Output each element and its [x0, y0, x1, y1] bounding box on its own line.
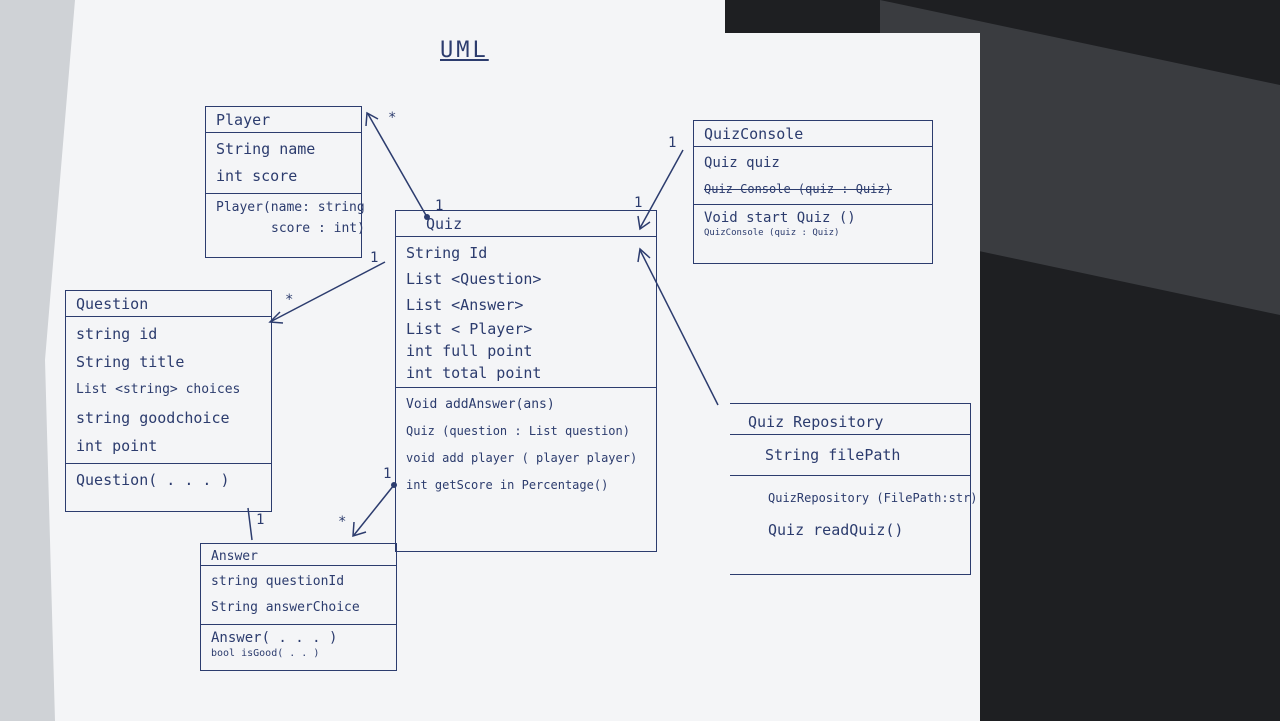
multiplicity-label: 1 — [256, 512, 265, 528]
method: Answer( . . . ) — [211, 630, 338, 646]
class-answer: Answer string questionId String answerCh… — [200, 543, 397, 671]
attribute: Quiz quiz — [704, 155, 780, 171]
attribute: String filePath — [765, 446, 901, 464]
method: Player(name: string — [216, 200, 365, 215]
class-question: Question string id String title List <st… — [65, 290, 272, 512]
class-quizrepository: Quiz Repository String filePath QuizRepo… — [730, 403, 978, 575]
attribute: String name — [216, 140, 316, 158]
class-quiz: Quiz String Id List <Question> List <Ans… — [395, 210, 657, 552]
attribute: List <string> choices — [76, 382, 241, 397]
method: Question( . . . ) — [76, 471, 230, 489]
class-name: Quiz Repository — [748, 413, 884, 431]
method: QuizRepository (FilePath:str) — [768, 491, 978, 505]
multiplicity-label: 1 — [435, 198, 444, 214]
method: Void addAnswer(ans) — [406, 397, 555, 412]
method: Quiz readQuiz() — [768, 521, 904, 539]
attribute: List < Player> — [406, 320, 533, 338]
attribute: int total point — [406, 364, 542, 382]
attribute: String title — [76, 353, 185, 371]
method: void add player ( player player) — [406, 451, 638, 465]
multiplicity-label: * — [285, 292, 294, 308]
attribute: String Id — [406, 244, 488, 262]
multiplicity-label: 1 — [370, 250, 379, 266]
attribute: int score — [216, 167, 298, 185]
method: Void start Quiz () — [704, 210, 856, 226]
method: Quiz (question : List question) — [406, 424, 630, 438]
multiplicity-label: * — [388, 110, 397, 126]
class-quizconsole: QuizConsole Quiz quiz Quiz Console (quiz… — [693, 120, 933, 264]
class-name: QuizConsole — [704, 125, 804, 143]
class-name: Question — [76, 295, 149, 313]
attribute: string questionId — [211, 574, 345, 589]
class-player: Player String name int score Player(name… — [205, 106, 365, 258]
multiplicity-label: * — [338, 514, 347, 530]
multiplicity-label: 1 — [383, 466, 392, 482]
class-name: Answer — [211, 549, 258, 564]
method: QuizConsole (quiz : Quiz) — [704, 228, 840, 238]
method: score : int) — [271, 221, 365, 236]
attribute: string goodchoice — [76, 409, 230, 427]
class-name: Player — [216, 111, 271, 129]
attribute: int point — [76, 437, 158, 455]
attribute: List <Answer> — [406, 296, 524, 314]
attribute: Quiz Console (quiz : Quiz) — [704, 182, 892, 196]
attribute: String answerChoice — [211, 600, 360, 615]
multiplicity-label: 1 — [668, 135, 677, 151]
method: int getScore in Percentage() — [406, 478, 609, 492]
attribute: int full point — [406, 342, 533, 360]
method: bool isGood( . . ) — [211, 648, 320, 659]
diagram-title: UML — [440, 38, 489, 63]
class-name: Quiz — [426, 215, 463, 233]
multiplicity-label: 1 — [634, 195, 643, 211]
attribute: string id — [76, 325, 158, 343]
attribute: List <Question> — [406, 270, 542, 288]
